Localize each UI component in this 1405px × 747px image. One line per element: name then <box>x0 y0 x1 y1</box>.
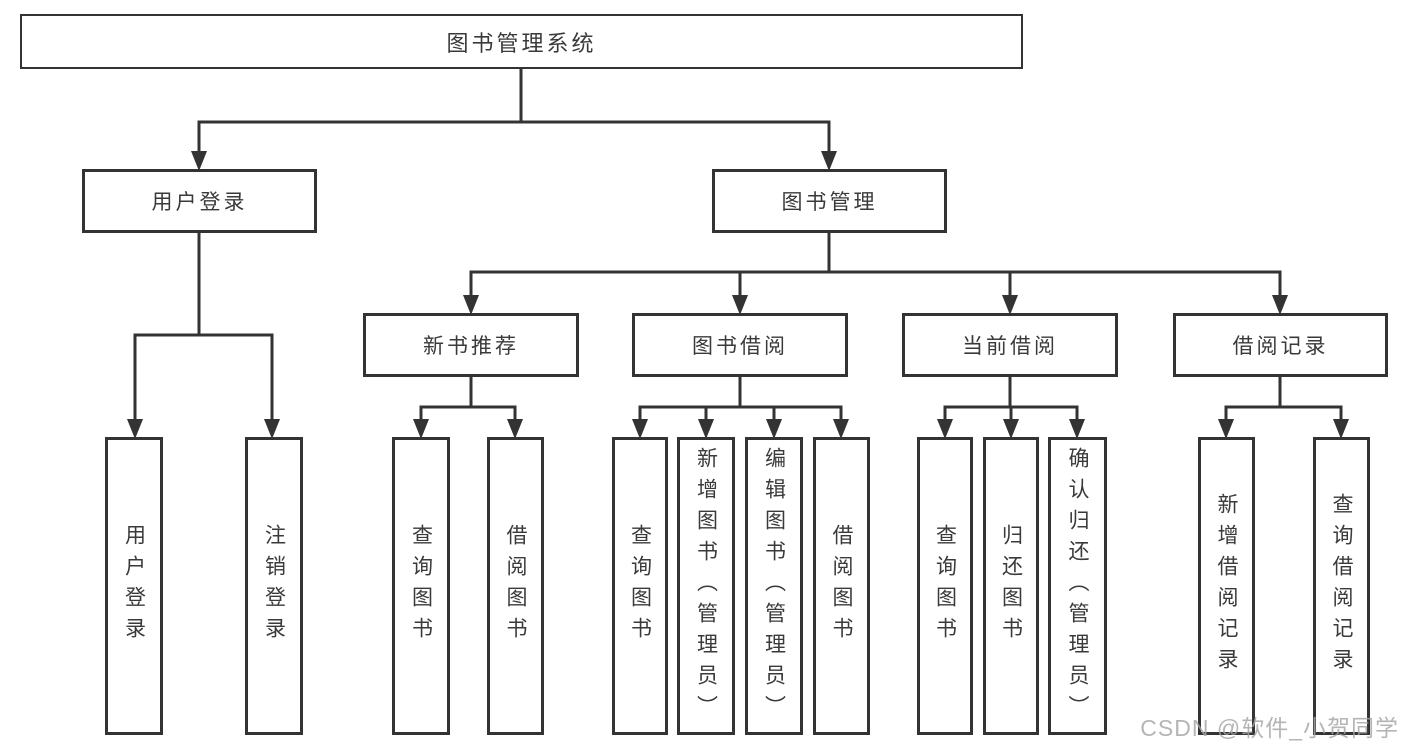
node-user-login: 用户登录 <box>82 169 317 233</box>
node-book-management: 图书管理 <box>712 169 947 233</box>
node-root-label: 图书管理系统 <box>446 30 597 56</box>
leaf-br-query-record-label: 查询借阅记录 <box>1330 493 1353 679</box>
leaf-logout: 注销登录 <box>245 437 303 735</box>
node-book-borrowing-label: 图书借阅 <box>692 335 788 358</box>
leaf-bb-query-books: 查询图书 <box>612 437 668 735</box>
leaf-rec-borrow-books-label: 借阅图书 <box>504 524 527 648</box>
leaf-cb-query-books: 查询图书 <box>917 437 973 735</box>
node-root: 图书管理系统 <box>20 14 1023 69</box>
leaf-bb-borrow-books: 借阅图书 <box>813 437 870 735</box>
node-book-management-label: 图书管理 <box>781 191 878 214</box>
leaf-cb-return-books-label: 归还图书 <box>999 524 1023 648</box>
node-new-book-recommend-label: 新书推荐 <box>423 335 519 358</box>
leaf-bb-edit-books-admin: 编辑图书（管理员） <box>745 437 803 735</box>
node-borrowing-records: 借阅记录 <box>1173 313 1388 377</box>
leaf-br-add-record: 新增借阅记录 <box>1198 437 1255 735</box>
node-user-login-label: 用户登录 <box>151 191 248 214</box>
node-current-borrowing-label: 当前借阅 <box>962 335 1058 358</box>
leaf-br-add-record-label: 新增借阅记录 <box>1215 493 1238 679</box>
leaf-rec-query-books-label: 查询图书 <box>409 524 433 648</box>
leaf-cb-confirm-return-admin-label: 确认归还（管理员） <box>1066 446 1089 726</box>
node-new-book-recommend: 新书推荐 <box>363 313 579 377</box>
leaf-bb-query-books-label: 查询图书 <box>628 524 652 648</box>
leaf-user-login: 用户登录 <box>105 437 163 735</box>
leaf-bb-edit-books-admin-label: 编辑图书（管理员） <box>762 446 786 726</box>
leaf-logout-label: 注销登录 <box>262 524 286 648</box>
leaf-rec-borrow-books: 借阅图书 <box>487 437 544 735</box>
node-current-borrowing: 当前借阅 <box>902 313 1118 377</box>
leaf-bb-borrow-books-label: 借阅图书 <box>830 524 853 648</box>
leaf-rec-query-books: 查询图书 <box>392 437 450 735</box>
leaf-bb-add-books-admin: 新增图书（管理员） <box>677 437 735 735</box>
leaf-bb-add-books-admin-label: 新增图书（管理员） <box>694 446 718 726</box>
leaf-cb-query-books-label: 查询图书 <box>933 524 957 648</box>
leaf-user-login-label: 用户登录 <box>122 524 146 648</box>
node-borrowing-records-label: 借阅记录 <box>1232 335 1329 358</box>
leaf-cb-return-books: 归还图书 <box>983 437 1039 735</box>
leaf-cb-confirm-return-admin: 确认归还（管理员） <box>1048 437 1107 735</box>
node-book-borrowing: 图书借阅 <box>632 313 848 377</box>
leaf-br-query-record: 查询借阅记录 <box>1313 437 1370 735</box>
